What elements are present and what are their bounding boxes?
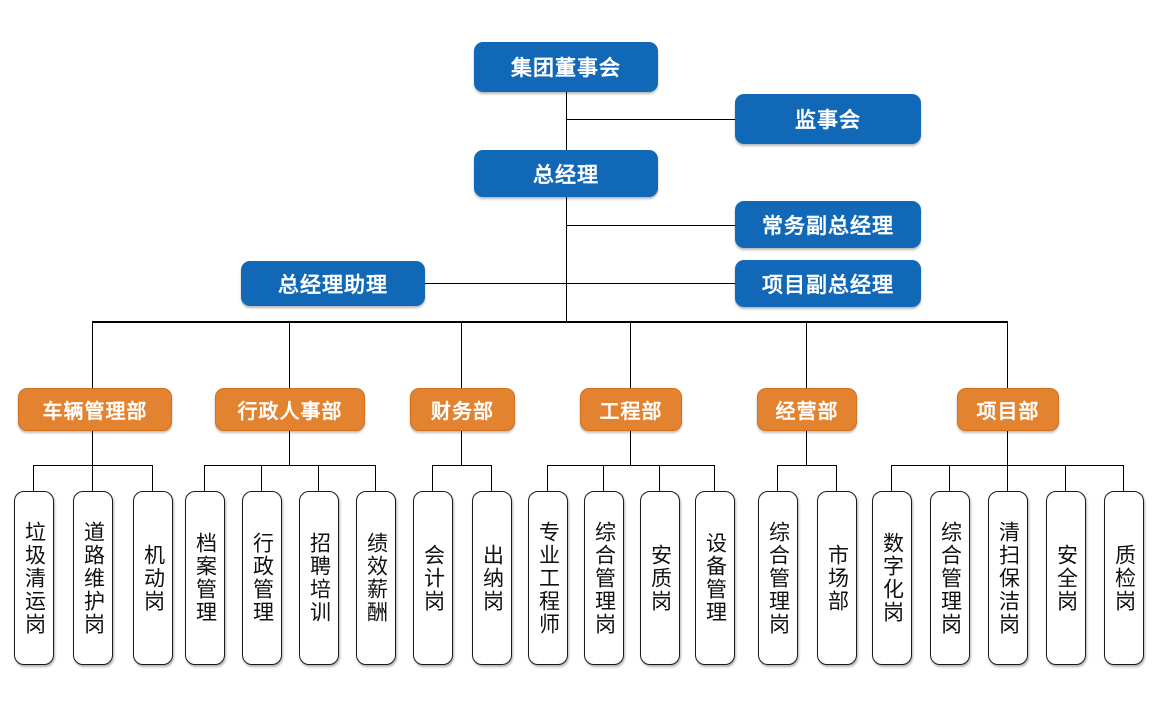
- node-post-finance-2[interactable]: 出纳岗: [472, 491, 512, 665]
- node-post-project-3[interactable]: 清扫保洁岗: [988, 491, 1028, 665]
- node-department-project[interactable]: 项目部: [957, 388, 1059, 431]
- connector-drop-dept-2: [289, 321, 290, 388]
- node-post-hr-3[interactable]: 招聘培训: [299, 491, 339, 665]
- connector-post-drop-6-3: [1007, 465, 1008, 492]
- connector-to-executive-deputy-gm: [566, 225, 735, 226]
- node-post-project-4[interactable]: 安全岗: [1046, 491, 1086, 665]
- connector-post-drop-4-1: [547, 465, 548, 492]
- connector-bar-dept-5: [777, 465, 836, 466]
- node-executive-deputy-gm[interactable]: 常务副总经理: [735, 201, 921, 248]
- post-label: 会计岗: [421, 543, 445, 613]
- node-post-project-1[interactable]: 数字化岗: [872, 491, 912, 665]
- post-label: 清扫保洁岗: [996, 520, 1020, 636]
- connector-drop-dept-3: [461, 321, 462, 388]
- connector-post-drop-2-4: [375, 465, 376, 492]
- node-department-engineering[interactable]: 工程部: [580, 388, 682, 431]
- connector-board-to-gm: [566, 92, 567, 152]
- post-label: 绩效薪酬: [364, 532, 388, 624]
- node-post-engineering-4[interactable]: 设备管理: [695, 491, 735, 665]
- node-post-hr-2[interactable]: 行政管理: [242, 491, 282, 665]
- connector-bar-dept-2: [204, 465, 375, 466]
- connector-stem-dept-2: [289, 428, 290, 465]
- connector-post-drop-5-1: [777, 465, 778, 492]
- node-post-vehicle-2[interactable]: 道路维护岗: [73, 491, 113, 665]
- connector-drop-dept-1: [92, 321, 93, 388]
- connector-post-drop-6-1: [891, 465, 892, 492]
- connector-post-drop-3-2: [491, 465, 492, 492]
- post-label: 招聘培训: [307, 532, 331, 624]
- connector-stem-dept-6: [1007, 428, 1008, 465]
- node-department-operations[interactable]: 经营部: [757, 388, 857, 431]
- connector-post-drop-1-2: [92, 465, 93, 492]
- connector-post-drop-2-1: [204, 465, 205, 492]
- node-post-project-2[interactable]: 综合管理岗: [930, 491, 970, 665]
- post-label: 机动岗: [141, 543, 165, 613]
- post-label: 道路维护岗: [81, 520, 105, 636]
- connector-post-drop-6-2: [949, 465, 950, 492]
- post-label: 行政管理: [250, 532, 274, 624]
- post-label: 安质岗: [648, 543, 672, 613]
- connector-gm-trunk: [566, 197, 567, 322]
- connector-to-supervisory-board: [566, 119, 735, 120]
- connector-post-drop-2-2: [261, 465, 262, 492]
- node-supervisory-board[interactable]: 监事会: [735, 94, 921, 144]
- node-post-project-5[interactable]: 质检岗: [1104, 491, 1144, 665]
- post-label: 设备管理: [703, 532, 727, 624]
- connector-stem-dept-1: [92, 428, 93, 465]
- connector-post-drop-4-4: [714, 465, 715, 492]
- connector-post-drop-1-3: [152, 465, 153, 492]
- node-post-engineering-3[interactable]: 安质岗: [640, 491, 680, 665]
- node-project-deputy-gm[interactable]: 项目副总经理: [735, 260, 921, 307]
- node-department-vehicle-management[interactable]: 车辆管理部: [18, 388, 172, 431]
- department-distribution-bar: [92, 321, 1007, 323]
- connector-post-drop-2-3: [318, 465, 319, 492]
- connector-post-drop-3-1: [432, 465, 433, 492]
- connector-post-drop-6-4: [1065, 465, 1066, 492]
- node-general-manager[interactable]: 总经理: [474, 150, 658, 197]
- connector-post-drop-4-3: [659, 465, 660, 492]
- connector-drop-dept-5: [806, 321, 807, 388]
- node-board-of-directors[interactable]: 集团董事会: [474, 42, 658, 92]
- post-label: 综合管理岗: [938, 520, 962, 636]
- connector-to-project-deputy-gm: [566, 283, 735, 284]
- node-post-engineering-1[interactable]: 专业工程师: [528, 491, 568, 665]
- node-post-finance-1[interactable]: 会计岗: [413, 491, 453, 665]
- connector-post-drop-5-2: [836, 465, 837, 492]
- node-department-finance[interactable]: 财务部: [410, 388, 515, 431]
- post-label: 数字化岗: [880, 532, 904, 624]
- post-label: 综合管理岗: [592, 520, 616, 636]
- node-post-engineering-2[interactable]: 综合管理岗: [584, 491, 624, 665]
- connector-stem-dept-5: [806, 428, 807, 465]
- node-post-operations-2[interactable]: 市场部: [817, 491, 857, 665]
- node-post-vehicle-3[interactable]: 机动岗: [133, 491, 173, 665]
- post-label: 市场部: [825, 543, 849, 613]
- post-label: 安全岗: [1054, 543, 1078, 613]
- connector-to-gm-assistant: [425, 283, 566, 284]
- node-gm-assistant[interactable]: 总经理助理: [241, 261, 425, 306]
- post-label: 垃圾清运岗: [22, 520, 46, 636]
- connector-drop-dept-4: [630, 321, 631, 388]
- connector-post-drop-1-1: [33, 465, 34, 492]
- node-post-operations-1[interactable]: 综合管理岗: [758, 491, 798, 665]
- connector-bar-dept-3: [432, 465, 491, 466]
- node-department-administration-hr[interactable]: 行政人事部: [215, 388, 365, 431]
- node-post-hr-4[interactable]: 绩效薪酬: [356, 491, 396, 665]
- post-label: 质检岗: [1112, 543, 1136, 613]
- post-label: 综合管理岗: [766, 520, 790, 636]
- connector-bar-dept-4: [547, 465, 714, 466]
- node-post-vehicle-1[interactable]: 垃圾清运岗: [14, 491, 54, 665]
- node-post-hr-1[interactable]: 档案管理: [185, 491, 225, 665]
- connector-stem-dept-3: [461, 428, 462, 465]
- connector-drop-dept-6: [1007, 321, 1008, 388]
- post-label: 出纳岗: [480, 543, 504, 613]
- post-label: 专业工程师: [536, 520, 560, 636]
- post-label: 档案管理: [193, 532, 217, 624]
- connector-post-drop-6-5: [1123, 465, 1124, 492]
- connector-stem-dept-4: [630, 428, 631, 465]
- connector-post-drop-4-2: [603, 465, 604, 492]
